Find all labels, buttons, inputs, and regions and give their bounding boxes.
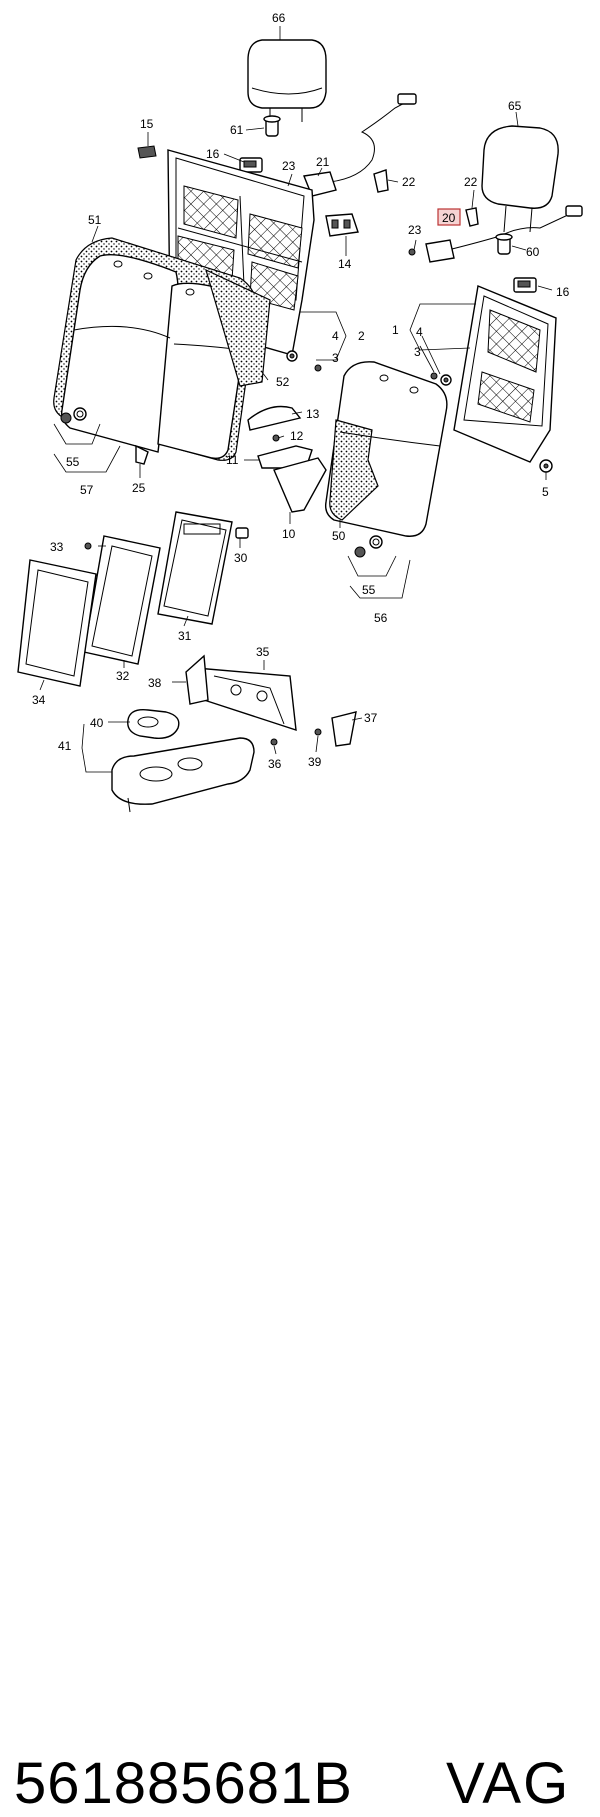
bracket-16-right (513, 277, 537, 293)
headrest-65 (481, 125, 559, 233)
label-61: 61 (230, 123, 244, 137)
label-5: 5 (542, 485, 549, 499)
label-30: 30 (234, 551, 248, 565)
panel-34 (17, 559, 97, 687)
armrest-housing-31 (157, 511, 233, 625)
clips-55-right (354, 535, 383, 558)
label-25: 25 (132, 481, 146, 495)
label-16-left: 16 (206, 147, 220, 161)
part-number: 561885681B (14, 1751, 353, 1816)
hinge-37 (331, 711, 357, 747)
cupholder-40 (127, 709, 180, 739)
nut-4-left (286, 350, 298, 362)
label-16-right: 16 (556, 285, 570, 299)
label-23-left: 23 (282, 159, 296, 173)
bracket-16-left (239, 157, 263, 173)
headrest-66 (247, 39, 327, 122)
label-41: 41 (58, 739, 72, 753)
label-38: 38 (148, 676, 162, 690)
label-3-right: 3 (414, 345, 421, 359)
plug-30 (235, 527, 249, 539)
trim-panel-52 (205, 268, 271, 387)
backrest-cushion-51 (53, 237, 257, 461)
screw-3-right (430, 372, 438, 380)
label-35: 35 (256, 645, 270, 659)
label-15: 15 (140, 117, 154, 131)
label-22-right: 22 (464, 175, 478, 189)
cover-13 (247, 405, 302, 431)
cable-latch-20 (425, 205, 583, 263)
label-21: 21 (316, 155, 330, 169)
bracket-11-10 (257, 445, 327, 513)
label-55-left: 55 (66, 455, 80, 469)
guide-sleeve-60 (495, 233, 513, 255)
screw-39 (314, 728, 322, 736)
label-20: 20 (442, 211, 456, 225)
label-1: 1 (392, 323, 399, 337)
label-65: 65 (508, 99, 522, 113)
label-39: 39 (308, 755, 322, 769)
label-33: 33 (50, 540, 64, 554)
screw-33 (84, 542, 92, 550)
label-40: 40 (90, 716, 104, 730)
hook-25 (135, 444, 149, 465)
mechanism-35 (195, 667, 297, 732)
footer: 561885681B VAG (0, 870, 600, 1816)
label-2: 2 (358, 329, 365, 343)
bracket-38 (185, 654, 209, 705)
frame-32 (83, 535, 161, 665)
label-51: 51 (88, 213, 102, 227)
cover-14 (325, 213, 359, 237)
callout-labels: 66 61 15 16 23 21 22 65 51 20 22 23 14 6… (32, 11, 570, 771)
label-60: 60 (526, 245, 540, 259)
label-3-left: 3 (332, 351, 339, 365)
label-23-right: 23 (408, 223, 422, 237)
label-37: 37 (364, 711, 378, 725)
cable-latch-21 (303, 93, 417, 197)
backrest-frame-right (453, 285, 557, 463)
label-56: 56 (374, 611, 388, 625)
label-14: 14 (338, 257, 352, 271)
label-34: 34 (32, 693, 46, 707)
clips-55-left (60, 407, 87, 424)
label-32: 32 (116, 669, 130, 683)
label-57: 57 (80, 483, 94, 497)
guide-sleeve-61 (263, 115, 281, 137)
brand-name: VAG (446, 1751, 571, 1816)
label-55-right: 55 (362, 583, 376, 597)
label-13: 13 (306, 407, 320, 421)
label-12: 12 (290, 429, 304, 443)
label-31: 31 (178, 629, 192, 643)
label-36: 36 (268, 757, 282, 771)
armrest-base-41 (111, 737, 255, 813)
nut-4-right (440, 374, 452, 386)
parts-exploded-diagram: 66 61 15 16 23 21 22 65 51 20 22 23 14 6… (17, 11, 583, 813)
label-4-left: 4 (332, 329, 339, 343)
label-50: 50 (332, 529, 346, 543)
label-10: 10 (282, 527, 296, 541)
bracket-15 (137, 145, 157, 159)
bolt-5 (539, 459, 553, 473)
leader-lines (39, 26, 553, 755)
label-4-right: 4 (416, 325, 423, 339)
label-11: 11 (226, 453, 239, 467)
screw-3-left (314, 364, 322, 372)
screw-23-right (408, 248, 416, 256)
label-52: 52 (276, 375, 290, 389)
group-brackets (53, 303, 476, 773)
label-66: 66 (272, 11, 286, 25)
highlight-box-20 (437, 208, 461, 226)
screw-36 (270, 738, 278, 746)
label-22-left: 22 (402, 175, 416, 189)
backrest-cushion-50 (324, 361, 448, 537)
